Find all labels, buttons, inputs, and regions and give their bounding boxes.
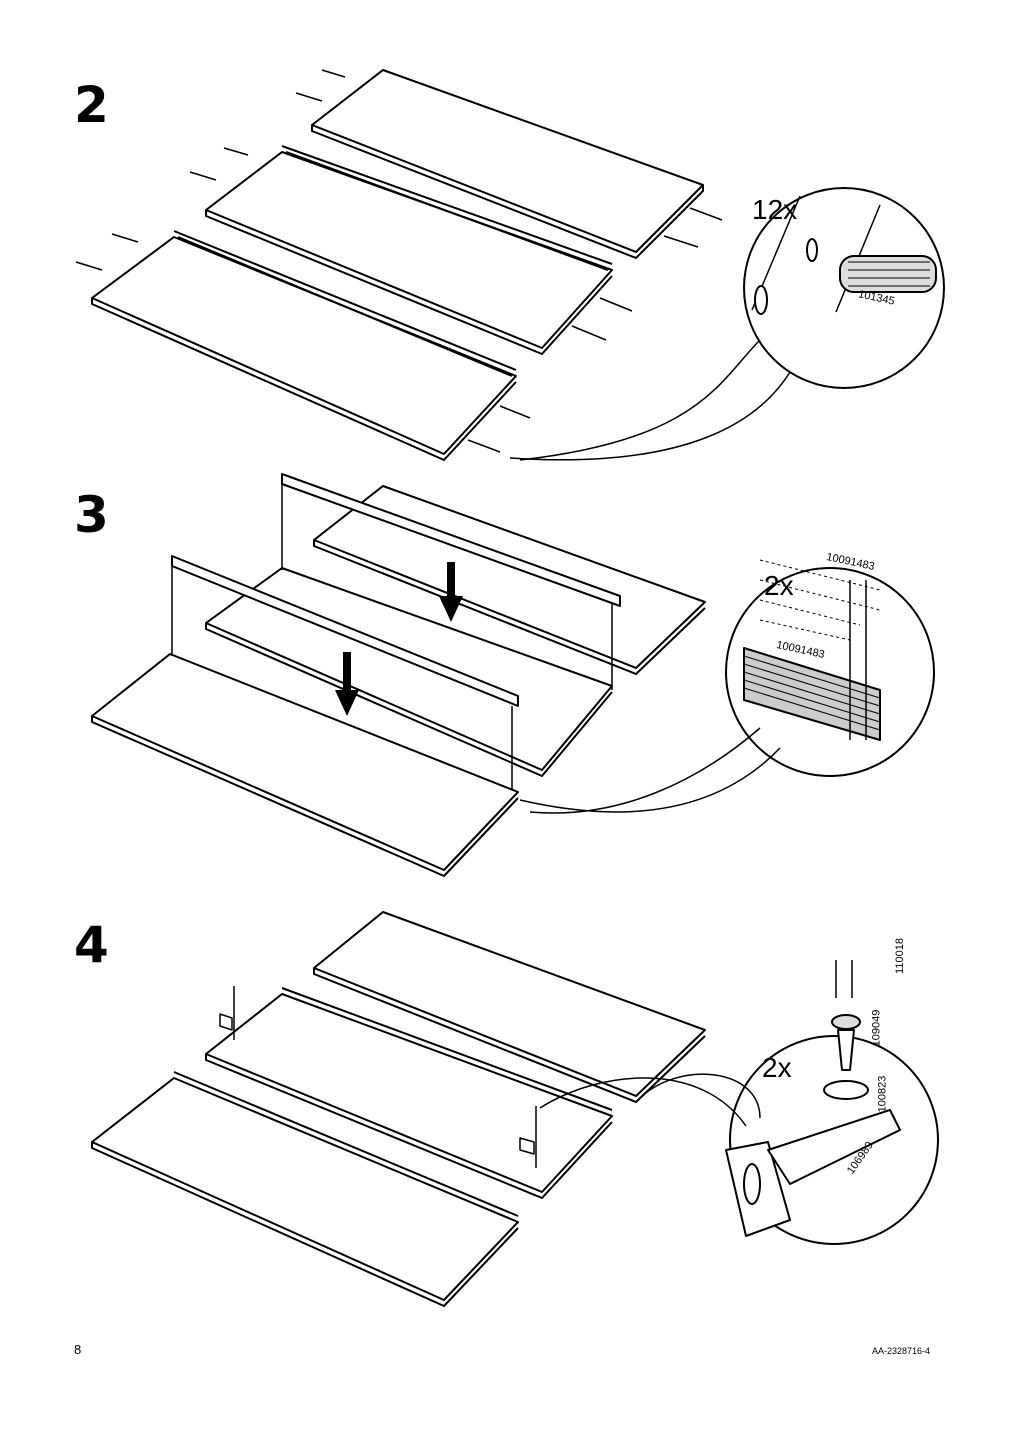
page-number: 8 [74,1342,82,1357]
step-2-dowels [75,69,723,453]
step-2-quantity: 12x [752,194,798,225]
step-3-detail [519,559,935,814]
step-3-quantity: 2x [764,570,794,601]
step-3-arrows [335,562,463,716]
step-2-detail [509,187,945,461]
part-number-110018: 110018 [893,938,906,974]
step-3-number: 3 [74,486,109,544]
step-4-detail [539,960,939,1245]
part-number-100823: 100823 [876,1075,889,1113]
document-code: AA-2328716-4 [872,1346,931,1356]
step-4-quantity: 2x [762,1052,792,1083]
step-4-brackets [219,986,537,1168]
step-2-number: 2 [74,76,109,134]
step-4-panels [91,911,706,1307]
step-2-panels [91,69,704,461]
step-3-panels [91,473,706,877]
part-number-109049: 109049 [870,1009,883,1047]
step-4-number: 4 [74,916,109,974]
